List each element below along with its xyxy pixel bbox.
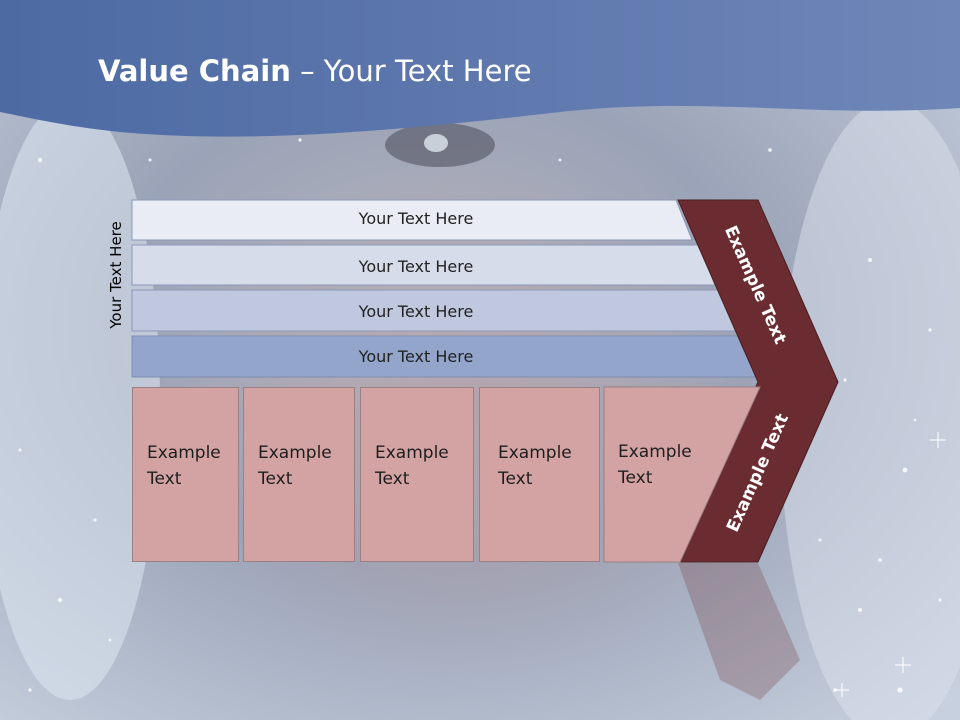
bar-label-1: Your Text Here <box>358 209 474 228</box>
box-3-line1: Example <box>375 443 449 463</box>
box-5-line2: Text <box>618 468 653 488</box>
box-5-line1: Example <box>618 442 692 462</box>
box-reflection-2 <box>243 563 355 683</box>
box-reflection-3 <box>360 563 474 683</box>
box-2-line1: Example <box>258 443 332 463</box>
box-3-line2: Text <box>375 469 410 489</box>
chevron <box>677 199 839 563</box>
box-reflection-5 <box>604 563 680 683</box>
chevron-reflection <box>678 563 800 700</box>
box-4-line1: Example <box>498 443 572 463</box>
bar-label-3: Your Text Here <box>358 302 474 321</box>
box-4-line2: Text <box>498 469 533 489</box>
last-box-shape <box>603 386 761 563</box>
box-reflection-1 <box>132 563 239 683</box>
box-2-line2: Text <box>258 469 293 489</box>
page-title: Value Chain – Your Text Here <box>98 54 532 88</box>
box-reflection-4 <box>479 563 600 683</box>
bar-label-2: Your Text Here <box>358 257 474 276</box>
title-rest: – Your Text Here <box>290 54 532 88</box>
bar-1 <box>131 199 693 241</box>
box-1-line1: Example <box>147 443 221 463</box>
bar-label-4: Your Text Here <box>358 347 474 366</box>
box-1-line2: Text <box>147 469 182 489</box>
title-bold: Value Chain <box>98 54 291 88</box>
